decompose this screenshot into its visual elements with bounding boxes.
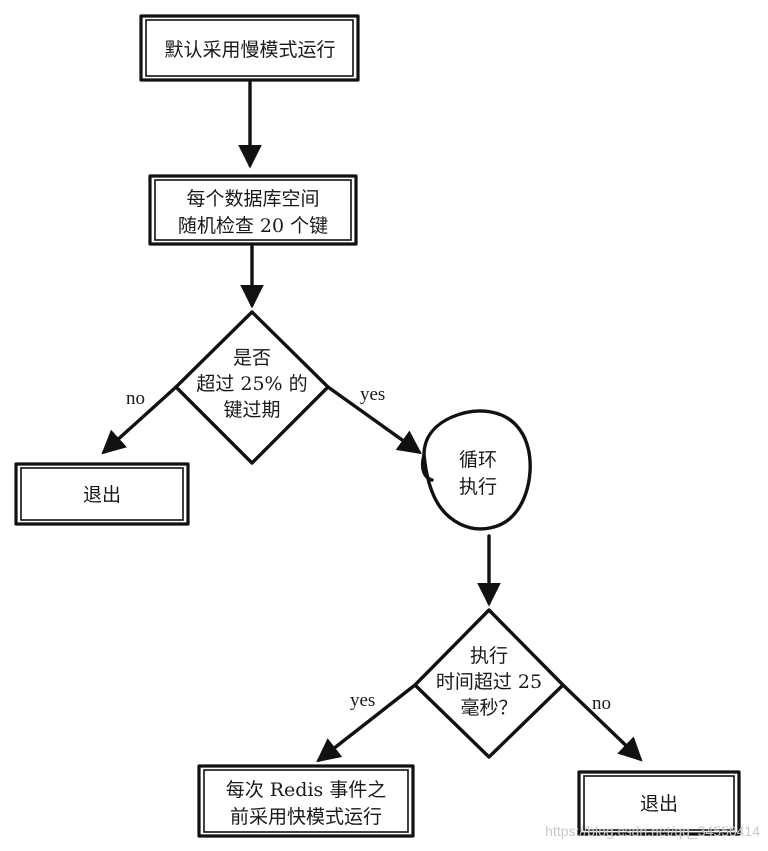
node-random-check-line1: 每个数据库空间	[186, 188, 319, 210]
node-exit-1: 退出	[14, 462, 190, 526]
label-decision2-no: no	[592, 693, 611, 714]
arrow-decision1-yes	[326, 385, 422, 455]
loop-line2: 执行	[459, 476, 497, 498]
node-fast-mode: 每次 Redis 事件之 前采用快模式运行	[197, 764, 415, 838]
node-default-slow-mode: 默认采用慢模式运行	[139, 14, 360, 82]
node-exit-2: 退出	[577, 770, 741, 836]
label-decision1-yes: yes	[360, 384, 385, 405]
decision2-line2: 时间超过 25	[436, 671, 542, 693]
label-decision2-yes: yes	[350, 690, 375, 711]
watermark: https://blog.csdn.net/qq_34556414	[545, 823, 760, 839]
node-default-slow-mode-label: 默认采用慢模式运行	[164, 39, 335, 61]
node-random-check: 每个数据库空间 随机检查 20 个键	[148, 174, 358, 246]
decision1-line1: 是否	[233, 347, 271, 369]
node-exit-1-label: 退出	[83, 484, 121, 506]
label-decision1-no: no	[126, 388, 145, 409]
node-fast-mode-line1: 每次 Redis 事件之	[226, 779, 387, 801]
node-random-check-line2: 随机检查 20 个键	[178, 215, 328, 237]
decision1-line3: 键过期	[223, 399, 280, 421]
node-exit-2-label: 退出	[640, 793, 678, 815]
arrow-decision2-no	[561, 683, 643, 762]
arrow-decision2-yes	[316, 683, 417, 763]
decision2-line3: 毫秒？	[460, 697, 517, 719]
decision2-line1: 执行	[470, 645, 508, 667]
node-loop-execute: 循环 执行	[420, 409, 532, 531]
decision1-line2: 超过 25% 的	[196, 373, 307, 395]
node-fast-mode-line2: 前采用快模式运行	[230, 806, 382, 828]
arrow-decision1-no	[101, 385, 178, 455]
node-exceed-25ms: 执行 时间超过 25 毫秒？	[413, 608, 565, 759]
loop-line1: 循环	[459, 449, 497, 471]
node-expired-over-25-percent: 是否 超过 25% 的 键过期	[174, 310, 330, 465]
